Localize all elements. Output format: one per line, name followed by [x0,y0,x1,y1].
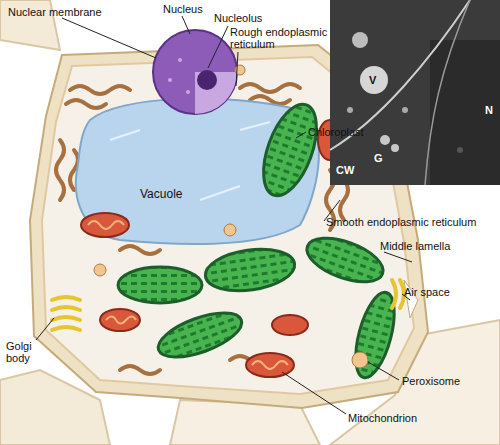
part-label: Smooth endoplasmic reticulum [326,216,476,228]
part-label: Middle lamella [380,240,450,252]
part-label: Vacuole [140,188,182,200]
micrograph-label: G [374,152,383,164]
part-label: Chloroplast [308,126,364,138]
micrograph-label: CW [336,164,354,176]
part-label: Nuclear membrane [8,6,102,18]
part-label: Mitochondrion [348,412,417,424]
micrograph-label: V [369,74,376,86]
micrograph [330,0,500,185]
part-label: Rough endoplasmic reticulum [230,26,328,50]
part-label: Nucleolus [214,12,262,24]
part-label: Air space [404,286,450,298]
part-label: Nucleus [163,3,203,15]
part-label: Peroxisome [402,375,460,387]
micrograph-label: N [485,104,493,116]
part-label: Golgi body [6,340,40,364]
